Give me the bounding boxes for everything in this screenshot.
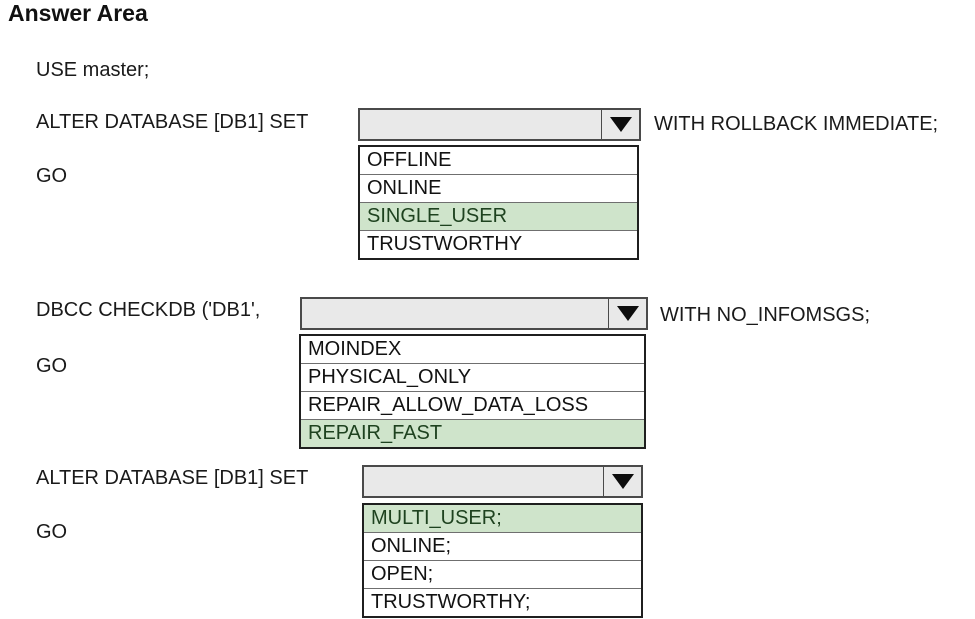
dropdown-option[interactable]: PHYSICAL_ONLY (301, 363, 644, 391)
sql-alter-db-2-label: ALTER DATABASE [DB1] SET (36, 467, 309, 489)
sql-use-statement: USE master; (36, 59, 150, 81)
dropdown-1[interactable] (358, 108, 641, 141)
sql-go-2: GO (36, 355, 68, 377)
dropdown-2[interactable] (300, 297, 648, 330)
dropdown-2-arrow-button[interactable] (608, 299, 646, 328)
dropdown-2-options: MOINDEX PHYSICAL_ONLY REPAIR_ALLOW_DATA_… (299, 334, 646, 449)
sql-alter-db-1-label: ALTER DATABASE [DB1] SET (36, 111, 309, 133)
dropdown-2-value (302, 299, 608, 328)
dropdown-option[interactable]: TRUSTWORTHY; (364, 588, 641, 616)
dropdown-3-arrow-button[interactable] (603, 467, 641, 496)
dropdown-option[interactable]: SINGLE_USER (360, 202, 637, 230)
dropdown-option[interactable]: MULTI_USER; (364, 505, 641, 532)
sql-suffix-1: WITH ROLLBACK IMMEDIATE; (654, 113, 939, 135)
dropdown-option[interactable]: ONLINE; (364, 532, 641, 560)
dropdown-3-value (364, 467, 603, 496)
dropdown-option[interactable]: TRUSTWORTHY (360, 230, 637, 258)
dropdown-option[interactable]: OPEN; (364, 560, 641, 588)
dropdown-option[interactable]: OFFLINE (367, 149, 452, 171)
chevron-down-icon (616, 306, 639, 321)
chevron-down-icon (611, 474, 634, 489)
dropdown-1-arrow-button[interactable] (601, 110, 639, 139)
dropdown-option[interactable]: MOINDEX (308, 338, 402, 360)
dropdown-option[interactable]: ONLINE (360, 174, 637, 202)
dropdown-1-options: OFFLINE ONLINE SINGLE_USER TRUSTWORTHY (358, 145, 639, 260)
dropdown-1-value (360, 110, 601, 139)
page-title: Answer Area (8, 0, 148, 26)
sql-go-3: GO (36, 521, 68, 543)
dropdown-3-options: MULTI_USER; ONLINE; OPEN; TRUSTWORTHY; (362, 503, 643, 618)
dropdown-option[interactable]: REPAIR_FAST (301, 419, 644, 447)
sql-dbcc-label: DBCC CHECKDB ('DB1', (36, 299, 261, 321)
dropdown-3[interactable] (362, 465, 643, 498)
dropdown-option[interactable]: REPAIR_ALLOW_DATA_LOSS (301, 391, 644, 419)
chevron-down-icon (609, 117, 632, 132)
sql-suffix-2: WITH NO_INFOMSGS; (660, 304, 870, 326)
sql-go-1: GO (36, 165, 68, 187)
